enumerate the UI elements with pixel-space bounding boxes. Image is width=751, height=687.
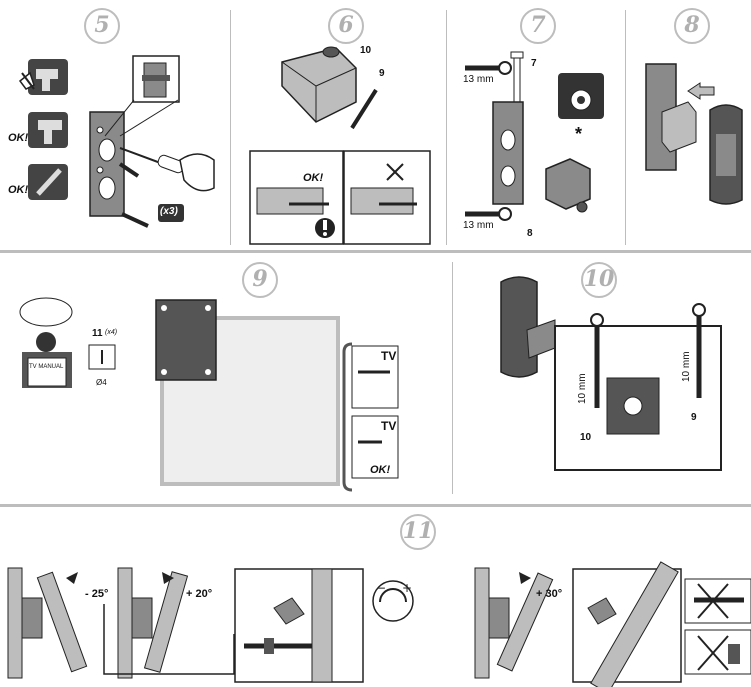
ok-label: OK! — [370, 464, 391, 476]
tilt-plus-30-illustration — [474, 567, 554, 679]
part-number-10: 10 — [580, 432, 592, 443]
ok-label: OK! — [8, 184, 29, 196]
ok-label: OK! — [303, 172, 324, 184]
zoom-detail-box — [132, 55, 180, 103]
step-number: 10 — [581, 262, 617, 298]
manual-label: TV MANUAL — [29, 364, 64, 370]
tilt-angle-label: + 20° — [186, 588, 213, 600]
step-number: 5 — [84, 8, 120, 44]
tv-label: TV — [381, 419, 397, 433]
vertical-divider — [230, 10, 231, 245]
wall-plate-illustration — [89, 111, 125, 217]
tilt-minus-25-illustration — [7, 567, 88, 679]
rotate-adjust-icon: − + — [372, 580, 414, 622]
vertical-divider — [452, 262, 453, 494]
step-number: 6 — [328, 8, 364, 44]
wrench-size-label: 10 mm — [681, 351, 692, 382]
wall-plate-illustration — [492, 101, 524, 205]
vertical-divider — [446, 10, 447, 245]
quantity-label: (x4) — [105, 329, 118, 336]
vesa-plate-illustration — [606, 377, 660, 435]
step-number: 8 — [674, 8, 710, 44]
asterisk-mark: * — [575, 124, 583, 144]
step-11-panel: 11 - 25° + 20° − + + 30° — [0, 508, 751, 687]
tv-arm-illustration — [709, 104, 743, 205]
wrench-icon — [692, 303, 706, 398]
reference-bracket-line — [103, 604, 235, 675]
part-number-10: 10 — [360, 45, 372, 56]
screw-box — [88, 344, 116, 370]
horizontal-divider — [0, 250, 751, 253]
tv-label: TV — [381, 349, 397, 363]
step-7-panel: 7 13 mm 7 * 13 mm 8 — [447, 0, 625, 250]
tilt-bolt-detail — [234, 568, 364, 683]
horizontal-divider — [0, 504, 751, 507]
wrench-size-label: 13 mm — [463, 74, 494, 85]
vertical-divider — [625, 10, 626, 245]
repeat-count-label: (x3) — [160, 206, 178, 217]
wall-arm-illustration — [500, 276, 556, 378]
tilt-detail — [572, 561, 682, 687]
hand-with-screwdriver-illustration — [119, 147, 215, 192]
step-10-panel: 10 10 mm 10 mm 9 10 — [453, 254, 751, 504]
wrench-icon — [590, 313, 604, 408]
step-5-panel: 5 OK! OK! — [0, 0, 230, 250]
bracket-clamp-illustration — [281, 46, 378, 130]
screw-diameter-label: Ø4 — [96, 378, 107, 387]
power-drill-crossed-icon — [18, 59, 68, 95]
step-6-panel: 6 10 9 OK! — [231, 0, 446, 250]
correct-torque-detail — [249, 150, 344, 245]
part-number-9: 9 — [691, 412, 697, 423]
crossed-out-bolt-detail — [684, 578, 751, 675]
screw-icon — [118, 162, 140, 178]
step-number: 11 — [400, 514, 436, 550]
wrench-size-label: 13 mm — [463, 220, 494, 231]
over-torque-detail — [343, 150, 431, 245]
zoom-lines — [104, 99, 179, 137]
slide-direction-arrow — [687, 82, 715, 100]
screwdriver-icon — [28, 164, 68, 200]
clamp-block-illustration — [545, 158, 591, 213]
step-number: 7 — [520, 8, 556, 44]
screw-length-detail — [342, 342, 399, 492]
tilt-plus-20-illustration — [117, 567, 189, 679]
tilt-angle-label: + 30° — [536, 588, 563, 600]
repeat-three-badge — [158, 204, 184, 222]
ok-label: OK! — [8, 132, 29, 144]
part-number-7: 7 — [531, 58, 537, 69]
wrench-icon — [465, 207, 512, 221]
bolt-icon — [510, 51, 524, 105]
step-9-panel: 9 TV MANUAL 11 (x4) Ø4 TV TV OK! — [0, 254, 452, 504]
step-8-panel: 8 — [626, 0, 751, 250]
part-number-11: 11 — [92, 328, 103, 339]
svg-text:+: + — [402, 581, 412, 595]
wrench-icon — [465, 61, 512, 75]
nut-hand-detail — [558, 73, 604, 119]
svg-text:−: − — [376, 581, 386, 595]
step-number: 9 — [242, 262, 278, 298]
read-manual-illustration — [19, 297, 73, 388]
tilt-angle-label: - 25° — [85, 588, 109, 600]
part-number-8: 8 — [527, 228, 533, 239]
vesa-plate-illustration — [155, 299, 217, 381]
part-number-9: 9 — [379, 68, 385, 79]
wrench-size-label: 10 mm — [577, 373, 588, 404]
wall-plate-with-clamp-illustration — [645, 63, 697, 171]
electric-screwdriver-icon — [28, 112, 68, 148]
screw-icon — [121, 212, 149, 228]
